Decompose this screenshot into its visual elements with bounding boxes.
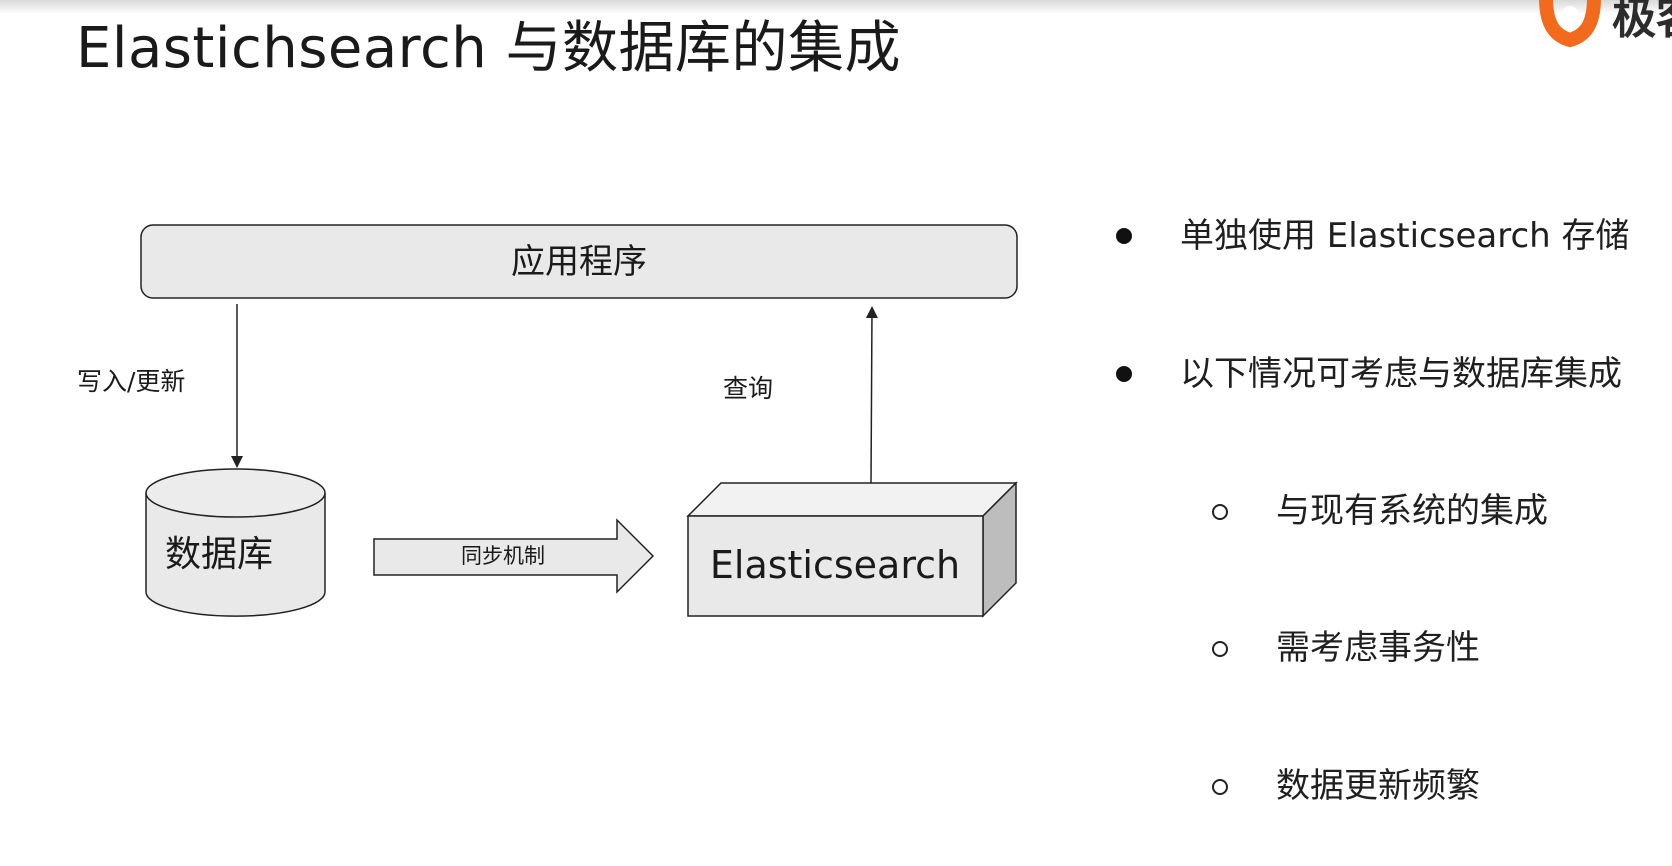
bullet-text: 以下情况可考虑与数据库集成: [1180, 354, 1622, 394]
bullet-ring-icon: [1212, 779, 1228, 795]
query-label: 查询: [723, 374, 773, 403]
elasticsearch-label: Elasticsearch: [710, 543, 960, 587]
bullet-dot-icon: [1116, 228, 1132, 244]
bullet-ring-icon: [1212, 641, 1228, 657]
bullet-text: 单独使用 Elasticsearch 存储: [1180, 216, 1630, 256]
elasticsearch-box: [686, 481, 1018, 618]
logo-text: 极客: [1612, 0, 1672, 44]
sync-arrow: [373, 518, 655, 594]
geek-logo-icon: [1539, 0, 1601, 48]
top-shade: [0, 0, 1672, 14]
sub-bullet-text: 数据更新频繁: [1276, 766, 1480, 806]
sub-bullet-text: 与现有系统的集成: [1276, 491, 1548, 531]
write-label: 写入/更新: [77, 367, 185, 396]
database-cylinder: [145, 468, 326, 617]
slide-title: Elastichsearch 与数据库的集成: [76, 16, 902, 81]
sub-bullet-text: 需考虑事务性: [1276, 628, 1480, 668]
query-arrow: [865, 306, 878, 485]
database-label: 数据库: [165, 534, 273, 575]
integration-diagram: 应用程序 写入/更新 查询 数据库 同步机制 Elasticsearch: [77, 224, 1018, 618]
bullet-ring-icon: [1212, 504, 1228, 520]
bullet-dot-icon: [1116, 366, 1132, 382]
app-box: [140, 224, 1018, 299]
sync-label: 同步机制: [461, 544, 545, 568]
app-label: 应用程序: [511, 242, 647, 282]
